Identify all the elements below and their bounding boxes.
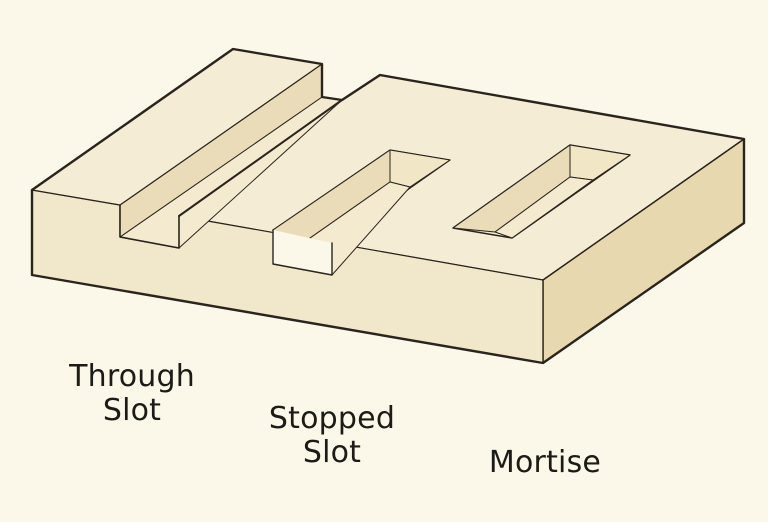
label-through-slot: Through Slot [52,360,212,428]
mortise-floor [494,176,594,239]
label-stopped-slot: Stopped Slot [250,402,414,470]
stopped-slot-front-notch [273,230,332,275]
label-line: Mortise [488,445,602,480]
label-line: Stopped [268,401,396,436]
label-mortise: Mortise [470,446,620,480]
label-line: Slot [302,435,362,470]
label-line: Slot [102,393,162,428]
label-line: Through [69,359,195,394]
